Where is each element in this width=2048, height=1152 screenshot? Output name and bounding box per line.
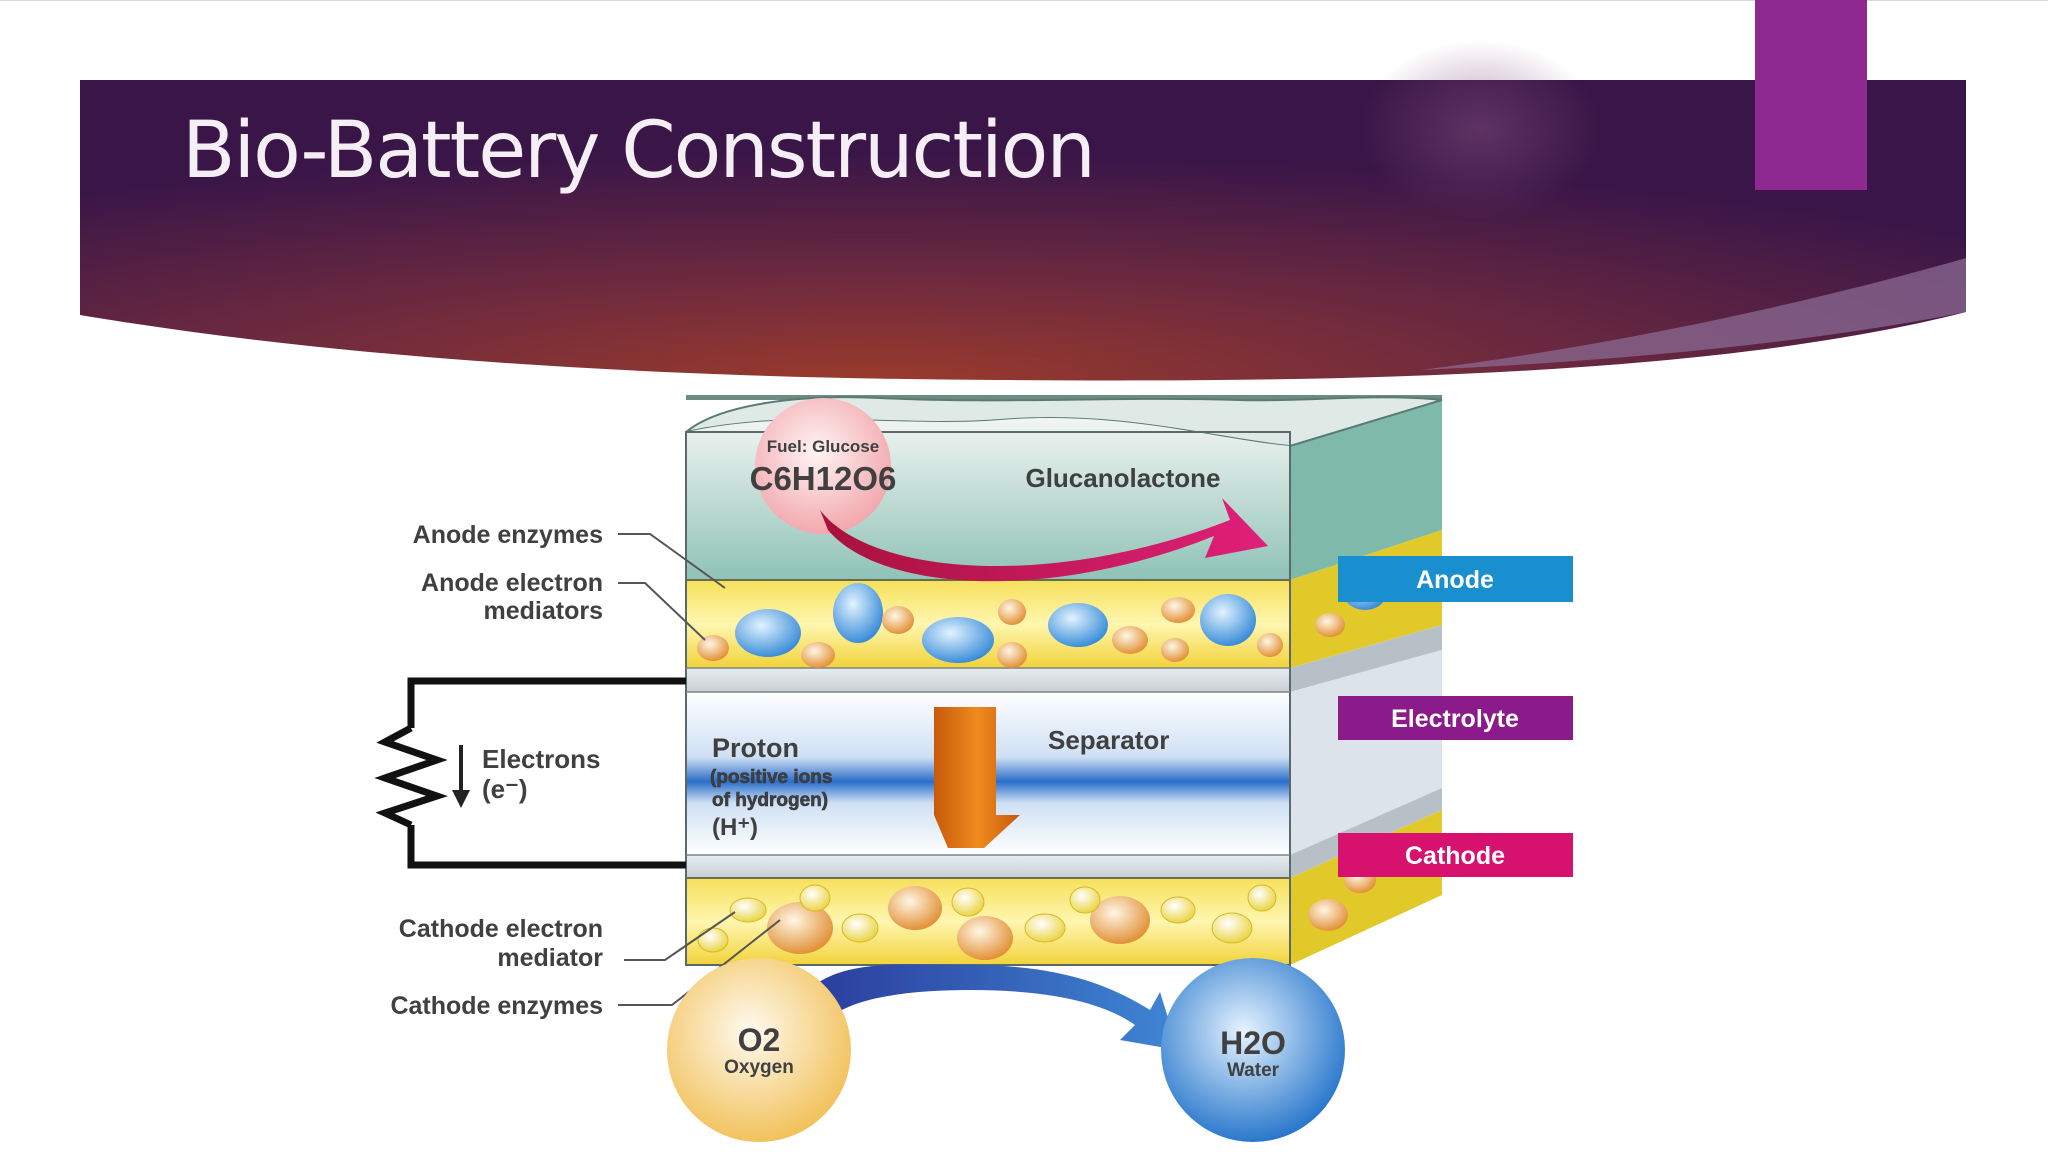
electrolyte-tag [1338, 696, 1573, 740]
cathode-enzymes-label: Cathode enzymes [390, 992, 603, 1020]
external-circuit [374, 677, 686, 869]
cathode-mediator-label-2: mediator [497, 944, 603, 972]
cathode-particles [697, 867, 1376, 960]
electrons-label: Electrons [482, 744, 601, 774]
slide-title: Bio-Battery Construction [182, 106, 1096, 196]
top-border-line [0, 0, 2048, 1]
water-formula: H2O [1220, 1025, 1286, 1061]
anode-enzymes-label: Anode enzymes [413, 521, 603, 549]
anode-particles [697, 574, 1387, 668]
oxygen-formula: O2 [738, 1022, 781, 1058]
anode-tag-label: Anode [1416, 566, 1494, 594]
proton-note-1: (positive ions [710, 767, 832, 788]
separator-arrow [934, 707, 1020, 848]
fuel-label: Fuel: Glucose [767, 437, 879, 456]
reaction-arrow-pink [820, 498, 1268, 582]
cathode-tag-label: Cathode [1405, 842, 1505, 870]
product-label: Glucanolactone [1025, 463, 1220, 493]
electrolyte-tag-label: Electrolyte [1391, 705, 1519, 733]
anode-tag [1338, 556, 1573, 602]
leader-lines [618, 533, 781, 1006]
water-name: Water [1227, 1060, 1280, 1081]
cathode-tag [1338, 833, 1573, 877]
proton-symbol: (H⁺) [712, 814, 758, 841]
oxygen-ball [667, 958, 851, 1142]
electron-arrow-icon [452, 790, 470, 808]
cathode-mediator-label-1: Cathode electron [399, 915, 603, 943]
anode-mediators-label-1: Anode electron [421, 569, 603, 597]
reaction-arrow-blue [795, 964, 1178, 1050]
resistor-icon [374, 724, 448, 829]
separator-label: Separator [1048, 725, 1169, 755]
water-ball [1161, 958, 1345, 1142]
proton-note-2: of hydrogen) [712, 790, 828, 811]
proton-label: Proton [712, 733, 799, 763]
electrons-symbol: (e⁻) [482, 774, 528, 804]
oxygen-name: Oxygen [724, 1057, 794, 1078]
glucose-ball [755, 398, 891, 534]
accent-tab [1755, 0, 1867, 190]
glucose-formula: C6H12O6 [750, 460, 897, 497]
anode-mediators-label-2: mediators [484, 597, 603, 625]
